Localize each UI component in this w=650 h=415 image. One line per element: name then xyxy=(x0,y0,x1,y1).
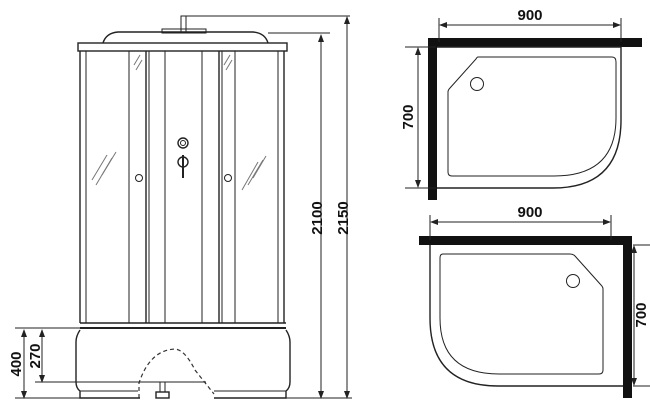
door-handle-icon xyxy=(224,174,232,182)
dim-label-depth: 700 xyxy=(633,302,650,327)
mixer-knob-icon xyxy=(177,137,189,149)
plan-view-left: 900 700 xyxy=(400,7,642,200)
plan-view-right: 900 700 xyxy=(419,204,650,398)
dim-label-2150: 2150 xyxy=(335,201,352,234)
dimension-2150: 2150 xyxy=(335,16,352,399)
dimension-400: 400 xyxy=(8,329,27,399)
drain-icon xyxy=(470,77,484,91)
drain-icon xyxy=(566,274,580,288)
dimension-2100: 2100 xyxy=(309,34,326,399)
dim-label-270: 270 xyxy=(27,343,44,368)
front-view xyxy=(15,15,352,399)
door-handle-icon xyxy=(135,174,143,182)
dimension-270: 270 xyxy=(27,329,45,383)
dim-label-width: 900 xyxy=(517,7,542,24)
dim-label-400: 400 xyxy=(8,351,25,376)
dim-label-depth: 700 xyxy=(400,104,417,129)
glass-reflection-icon xyxy=(91,54,267,191)
dim-label-2100: 2100 xyxy=(309,201,326,234)
dim-label-width: 900 xyxy=(517,204,542,221)
